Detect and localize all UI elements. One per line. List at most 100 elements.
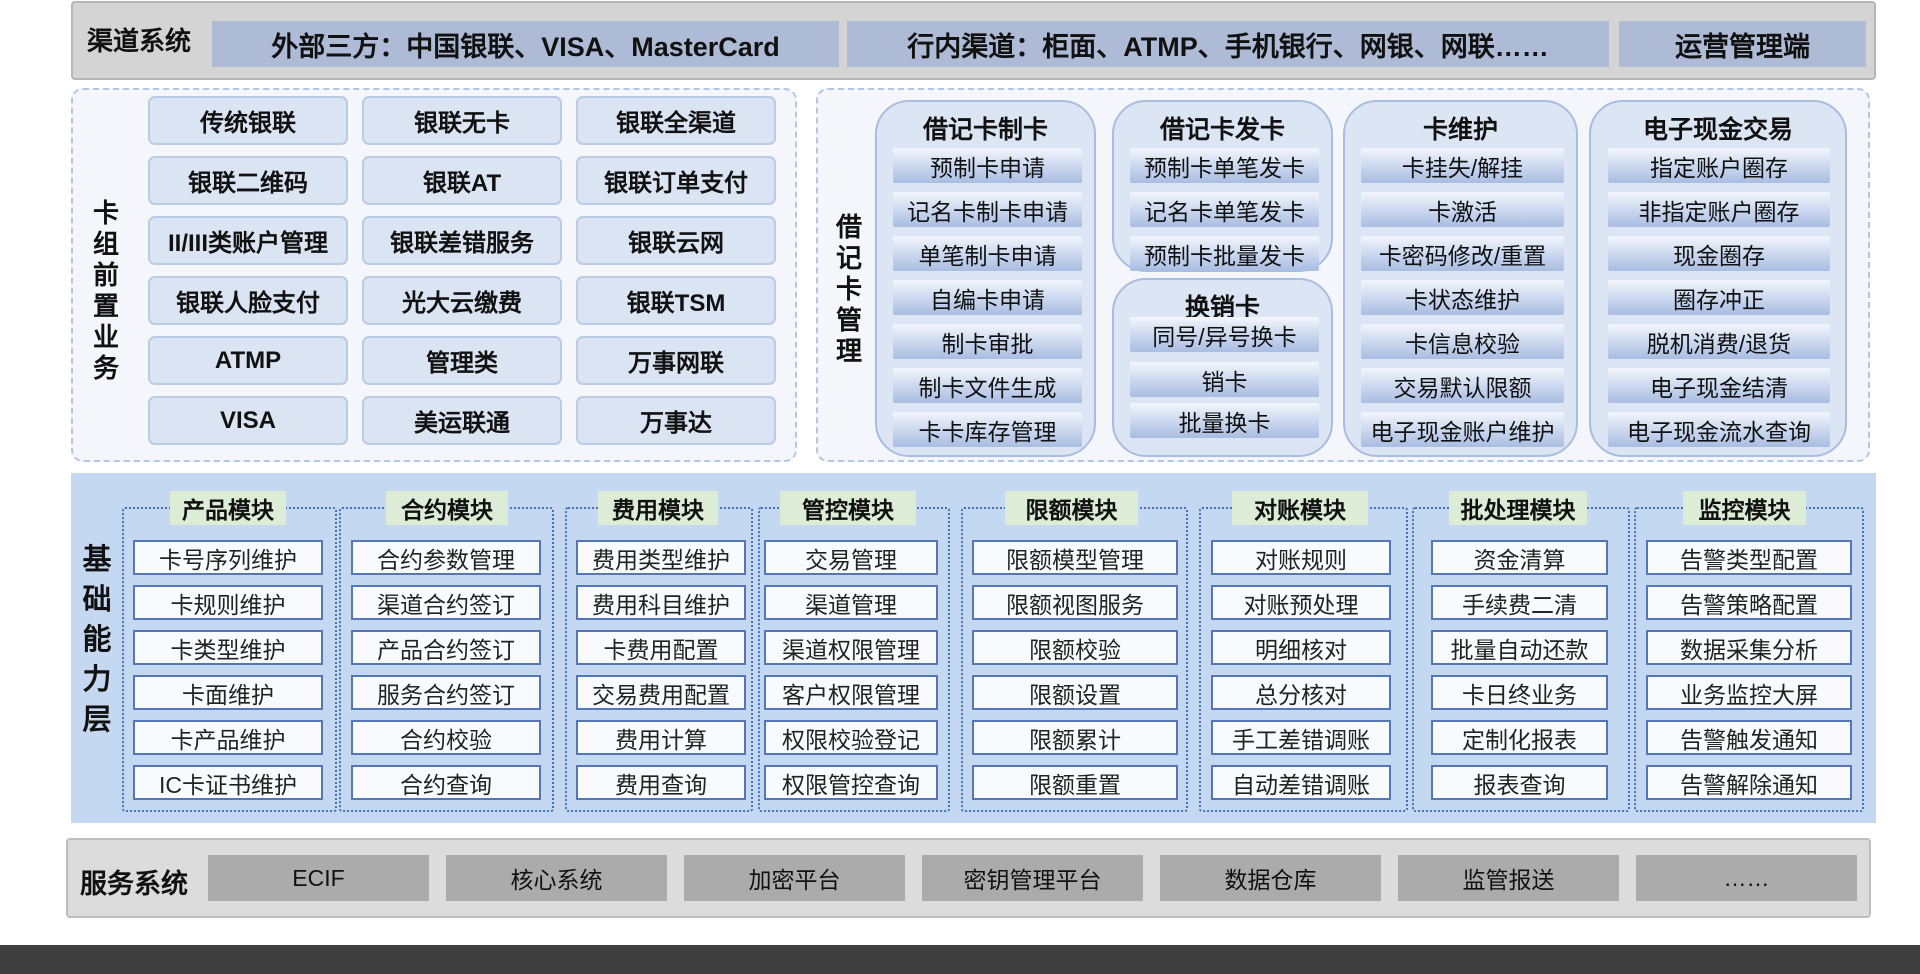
debit-ecash-item: 指定账户圈存 [1608,148,1830,183]
base-module-item: 限额视图服务 [972,585,1178,620]
base-module-item: 交易管理 [764,540,938,575]
base-module-item: 合约查询 [351,765,541,800]
card-front-item: 银联人脸支付 [148,276,348,325]
base-module-item: 数据采集分析 [1646,630,1852,665]
debit-ecash-item: 非指定账户圈存 [1608,192,1830,227]
base-module-item: 合约参数管理 [351,540,541,575]
debit-maint-item: 卡密码修改/重置 [1361,236,1564,271]
debit-ecash-title: 电子现金交易 [1642,116,1793,144]
debit-make-item: 单笔制卡申请 [893,236,1082,271]
base-module-item: 服务合约签订 [351,675,541,710]
channel-ops: 运营管理端 [1619,21,1866,67]
debit-issue-item: 预制卡批量发卡 [1130,236,1319,271]
debit-swap-item: 同号/异号换卡 [1130,317,1319,352]
debit-maint-item: 交易默认限额 [1361,368,1564,403]
base-module-title: 监控模块 [1683,491,1806,525]
card-front-item: 银联无卡 [362,96,562,145]
debit-maint-item: 卡挂失/解挂 [1361,148,1564,183]
base-module-item: 限额校验 [972,630,1178,665]
debit-swap-item: 销卡 [1130,362,1319,397]
service-item: …… [1636,855,1857,901]
debit-issue-item: 预制卡单笔发卡 [1130,148,1319,183]
base-module-item: 卡产品维护 [133,720,323,755]
card-front-item: 美运联通 [362,396,562,445]
service-item: ECIF [208,855,429,901]
debit-panel-title: 借记卡管理 [835,212,862,366]
debit-ecash-item: 圈存冲正 [1608,280,1830,315]
footer-bar [0,945,1920,974]
debit-issue-title: 借记卡发卡 [1159,116,1285,144]
base-module-item: 费用查询 [576,765,746,800]
base-module-item: 业务监控大屏 [1646,675,1852,710]
base-module-item: 限额设置 [972,675,1178,710]
debit-make-item: 预制卡申请 [893,148,1082,183]
base-module-item: 权限校验登记 [764,720,938,755]
base-module-item: 合约校验 [351,720,541,755]
base-module-title: 对账模块 [1232,491,1368,525]
channel-system-bar: 渠道系统 外部三方：中国银联、VISA、MasterCard 行内渠道：柜面、A… [71,1,1876,80]
base-module-item: 渠道管理 [764,585,938,620]
debit-maint-item: 卡状态维护 [1361,280,1564,315]
debit-make-item: 制卡文件生成 [893,368,1082,403]
base-module-item: 自动差错调账 [1211,765,1391,800]
base-module-item: IC卡证书维护 [133,765,323,800]
base-module-item: 卡日终业务 [1431,675,1608,710]
base-module-item: 卡类型维护 [133,630,323,665]
base-module-item: 权限管控查询 [764,765,938,800]
debit-make-item: 记名卡制卡申请 [893,192,1082,227]
debit-issue-item: 记名卡单笔发卡 [1130,192,1319,227]
service-item: 核心系统 [446,855,667,901]
base-module-item: 告警解除通知 [1646,765,1852,800]
base-module-item: 批量自动还款 [1431,630,1608,665]
base-module-item: 对账规则 [1211,540,1391,575]
card-front-item: II/III类账户管理 [148,216,348,265]
debit-make-item: 制卡审批 [893,324,1082,359]
service-item: 数据仓库 [1160,855,1381,901]
base-module-item: 费用类型维护 [576,540,746,575]
base-module-item: 费用计算 [576,720,746,755]
card-front-title: 卡组前置业务 [92,198,119,383]
debit-maint-item: 卡信息校验 [1361,324,1564,359]
base-module-item: 告警策略配置 [1646,585,1852,620]
base-module-title: 费用模块 [598,491,718,525]
service-item: 加密平台 [684,855,905,901]
debit-maint-item: 电子现金账户维护 [1361,412,1564,447]
card-front-item: 银联全渠道 [576,96,776,145]
card-front-item: 银联订单支付 [576,156,776,205]
base-module-item: 告警类型配置 [1646,540,1852,575]
debit-make-title: 借记卡制卡 [922,116,1048,144]
base-module-item: 对账预处理 [1211,585,1391,620]
card-front-item: 银联TSM [576,276,776,325]
base-module-item: 产品合约签订 [351,630,541,665]
base-module-item: 卡号序列维护 [133,540,323,575]
base-module-title: 产品模块 [170,491,286,525]
base-module-item: 定制化报表 [1431,720,1608,755]
base-module-item: 卡面维护 [133,675,323,710]
debit-make-item: 自编卡申请 [893,280,1082,315]
base-module-title: 限额模块 [1005,491,1138,525]
base-module-item: 资金清算 [1431,540,1608,575]
base-module-item: 手续费二清 [1431,585,1608,620]
debit-ecash-item: 脱机消费/退货 [1608,324,1830,359]
debit-ecash-item: 现金圈存 [1608,236,1830,271]
card-front-item: 银联差错服务 [362,216,562,265]
base-module-item: 卡费用配置 [576,630,746,665]
base-module-item: 卡规则维护 [133,585,323,620]
base-module-item: 限额累计 [972,720,1178,755]
base-module-item: 手工差错调账 [1211,720,1391,755]
base-module-title: 管控模块 [780,491,916,525]
service-item: 监管报送 [1398,855,1619,901]
card-front-item: 银联二维码 [148,156,348,205]
base-module-item: 明细核对 [1211,630,1391,665]
base-module-item: 费用科目维护 [576,585,746,620]
channel-system-title: 渠道系统 [87,26,192,56]
base-module-item: 报表查询 [1431,765,1608,800]
base-module-item: 渠道合约签订 [351,585,541,620]
card-front-item: ATMP [148,336,348,385]
debit-ecash-item: 电子现金结清 [1608,368,1830,403]
base-module-title: 批处理模块 [1449,491,1587,525]
base-module-title: 合约模块 [386,491,508,525]
base-module-item: 总分核对 [1211,675,1391,710]
base-module-item: 告警触发通知 [1646,720,1852,755]
base-module-item: 限额模型管理 [972,540,1178,575]
